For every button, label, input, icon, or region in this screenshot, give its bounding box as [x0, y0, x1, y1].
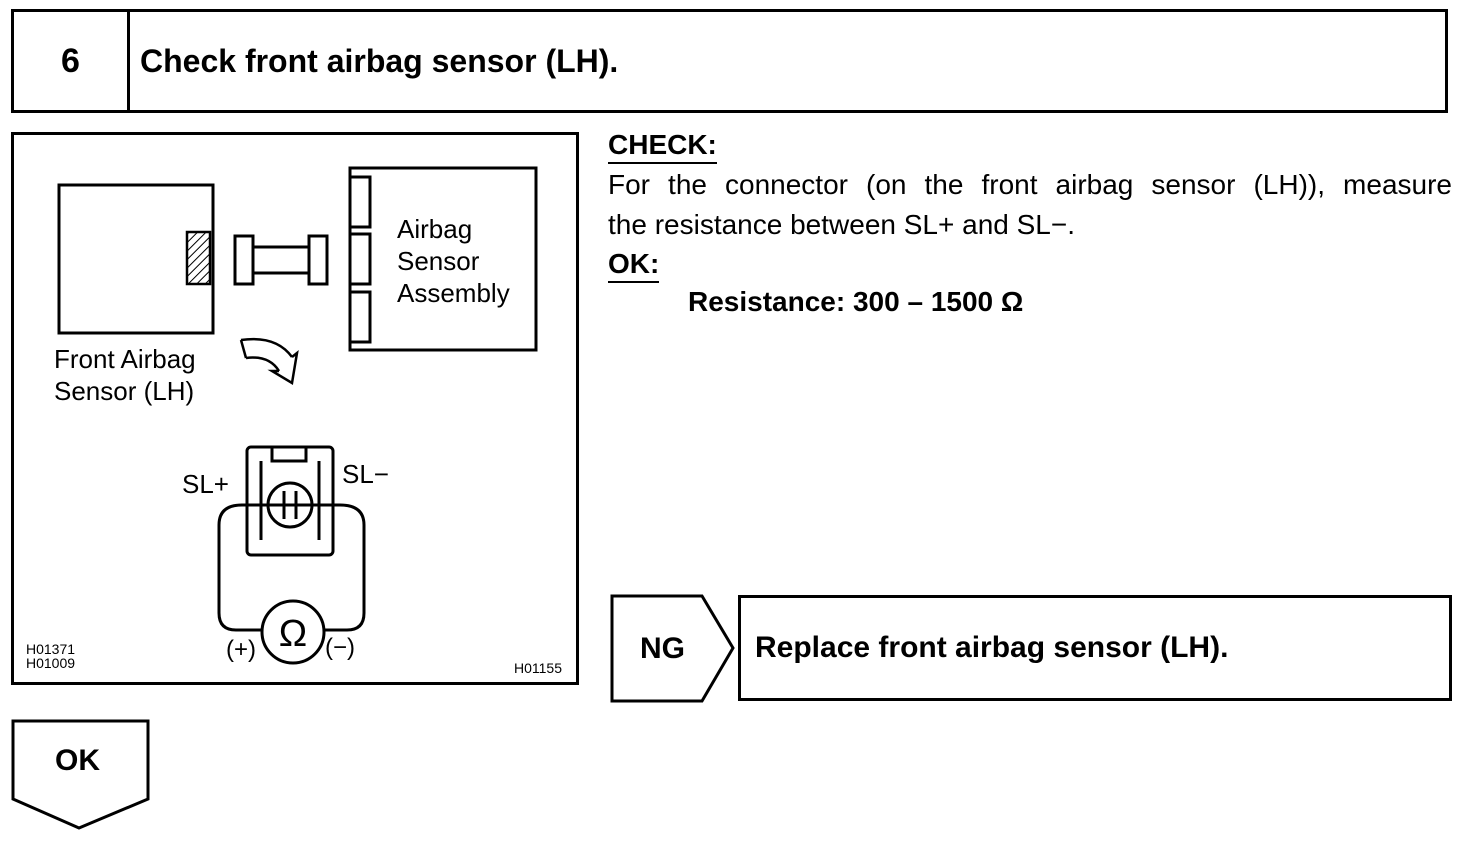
ng-action-box: Replace front airbag sensor (LH). [738, 595, 1452, 701]
sensor-label-line2: Sensor (LH) [54, 376, 195, 406]
resistance-spec: Resistance: 300 – 1500 Ω [688, 286, 1024, 317]
check-text-line2: the resistance between SL+ and SL−. [608, 209, 1075, 240]
ng-tag-label: NG [640, 632, 685, 665]
front-airbag-sensor-shape [57, 183, 215, 335]
ref-code-2: H01009 [26, 655, 76, 671]
connector-face-shape [245, 445, 335, 557]
ng-tag-shape [610, 594, 735, 703]
ref-code-1: H01371 [26, 641, 76, 657]
ohmmeter-icon [260, 599, 326, 665]
diagram-figure: Ω Front Airbag Sensor (LH) Airbag Sensor… [11, 132, 579, 685]
ref-code-3: H01155 [514, 660, 563, 676]
assembly-label-line2: Sensor [397, 246, 480, 276]
curved-arrow-icon [239, 337, 299, 386]
terminal-sl-plus: SL+ [182, 469, 229, 499]
airbag-sensor-assembly-shape [348, 166, 538, 352]
step-header: 6 Check front airbag sensor (LH). [11, 9, 1448, 113]
ok-heading: OK: [608, 248, 660, 283]
sensor-label-line1: Front Airbag [54, 344, 196, 374]
assembly-label-line1: Airbag [397, 214, 473, 244]
step-title: Check front airbag sensor (LH). [140, 42, 619, 79]
ok-tag-label: OK [55, 744, 100, 777]
sensor-connector-hatched [185, 230, 212, 286]
meter-minus-label: (−) [325, 634, 355, 661]
harness-connector-shape [233, 234, 329, 286]
assembly-label-line3: Assembly [397, 278, 510, 308]
meter-plus-label: (+) [226, 636, 256, 663]
step-number: 6 [14, 12, 130, 110]
ok-tag-shape [11, 719, 150, 830]
terminal-sl-minus: SL− [342, 459, 389, 489]
ohm-symbol: Ω [279, 613, 307, 655]
check-heading: CHECK: [608, 129, 717, 164]
check-text-line1: For the connector (on the front airbag s… [608, 169, 1452, 200]
connector-diagram: Ω [57, 166, 538, 665]
ohmmeter-leads [217, 503, 366, 632]
